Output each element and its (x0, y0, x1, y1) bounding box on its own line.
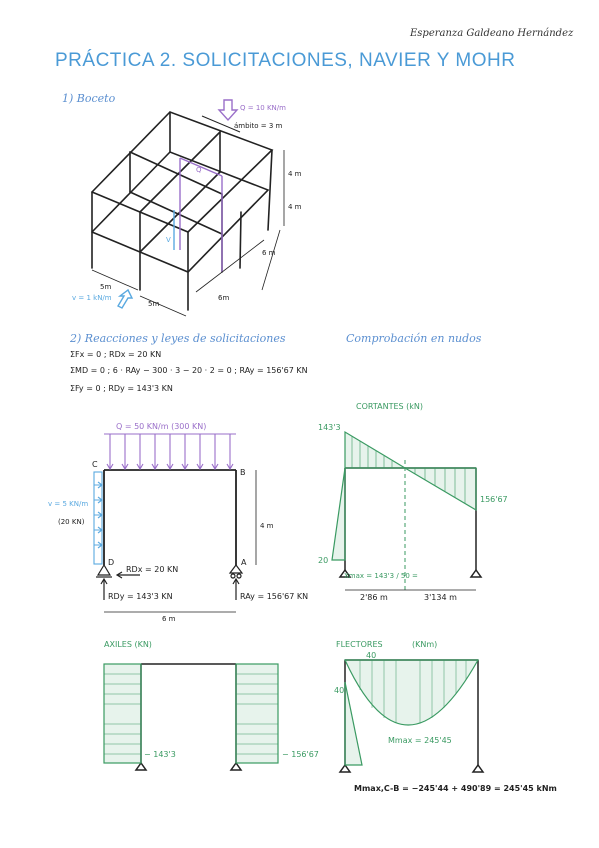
node-a-label: A (241, 558, 247, 567)
node-c-label: C (92, 460, 98, 469)
ambito-dimension (201, 115, 241, 133)
reaction-arrows (100, 571, 240, 600)
check-nodes-label: Comprobación en nudos (346, 332, 482, 345)
dimension-5m-a: 5m (100, 283, 112, 291)
shear-value-left: 143'3 (318, 423, 341, 432)
frame-dimensions (104, 470, 257, 613)
frame-span-label: 6 m (162, 615, 176, 623)
support-a-icon (228, 564, 244, 579)
node-b-label: B (240, 468, 246, 477)
dimension-5m-b: 5m (148, 300, 160, 308)
sketch-dimensions (91, 150, 285, 317)
node-d-label: D (108, 558, 115, 567)
section-reacciones-label: 2) Reacciones y leyes de solicitaciones (70, 332, 286, 345)
moment-formula: Mmax,C-B = −245'44 + 490'89 = 245'45 kNm (354, 784, 557, 793)
moment-unit: (KNm) (412, 640, 438, 649)
reaction-ray-label: RAy = 156'67 KN (240, 592, 309, 601)
wind-load (93, 471, 103, 565)
author-name: Esperanza Galdeano Hernández (410, 28, 574, 39)
axial-value-left: − 143'3 (144, 750, 176, 759)
moment-title: FLECTORES (336, 640, 383, 649)
equation-fx: ΣFx = 0 ; RDx = 20 KN (70, 350, 162, 359)
page-title: PRÁCTICA 2. SOLICITACIONES, NAVIER Y MOH… (55, 50, 516, 71)
axial-title: AXILES (KN) (104, 640, 152, 649)
distributed-load (104, 433, 236, 471)
moment-value-column: 40 (334, 686, 345, 695)
load-q-label: Q = 10 KN/m (240, 104, 286, 112)
shear-value-column: 20 (318, 556, 329, 565)
frame-wind-label: v = 5 KN/m (48, 500, 89, 508)
moment-hatch (359, 660, 467, 723)
frame-load-label: Q = 50 KN/m (300 KN) (116, 422, 207, 431)
axial-value-right: − 156'67 (282, 750, 319, 759)
shear-diagram (331, 430, 477, 561)
shear-value-right: 156'67 (480, 495, 508, 504)
shear-hatch (351, 436, 466, 504)
moment-value-top: 40 (366, 651, 377, 660)
shear-title: CORTANTES (kN) (356, 402, 424, 411)
reaction-rdx-label: RDx = 20 KN (126, 565, 179, 574)
height-label-2: 4 m (288, 203, 302, 211)
shear-distance-1: 2'86 m (360, 593, 388, 602)
load-arrow-icon (217, 99, 239, 122)
shear-xmax: Xmax = 143'3 / 50 = (344, 572, 418, 580)
reaction-rdy-label: RDy = 143'3 KN (108, 592, 173, 601)
wind-arrow-icon (117, 288, 134, 309)
dimension-6m-right: 6 m (262, 249, 276, 257)
axial-diagram (103, 663, 279, 764)
equation-fy: ΣFy = 0 ; RDy = 143'3 KN (70, 384, 173, 393)
marker-q: Q (196, 166, 202, 174)
frame-2d (103, 469, 237, 565)
height-label-1: 4 m (288, 170, 302, 178)
axial-hatch (104, 673, 278, 755)
frame-3d-sketch (91, 111, 274, 311)
support-d-icon (96, 563, 112, 578)
moment-max-label: Mmax = 245'45 (388, 736, 452, 745)
analyzed-frame-highlight (179, 157, 223, 272)
marker-v: V (166, 236, 171, 244)
wind-label: v = 1 kN/m (72, 294, 112, 302)
frame-wind-total: (20 KN) (58, 518, 85, 526)
ambito-label: ámbito = 3 m (234, 122, 283, 130)
frame-height-label: 4 m (260, 522, 274, 530)
section-boceto-label: 1) Boceto (62, 92, 116, 105)
moment-diagram (344, 659, 480, 766)
equation-md: ΣMD = 0 ; 6 · RAy − 300 · 3 − 20 · 2 = 0… (70, 366, 308, 375)
shear-distance-2: 3'134 m (424, 593, 457, 602)
dimension-6m-front: 6m (218, 294, 230, 302)
